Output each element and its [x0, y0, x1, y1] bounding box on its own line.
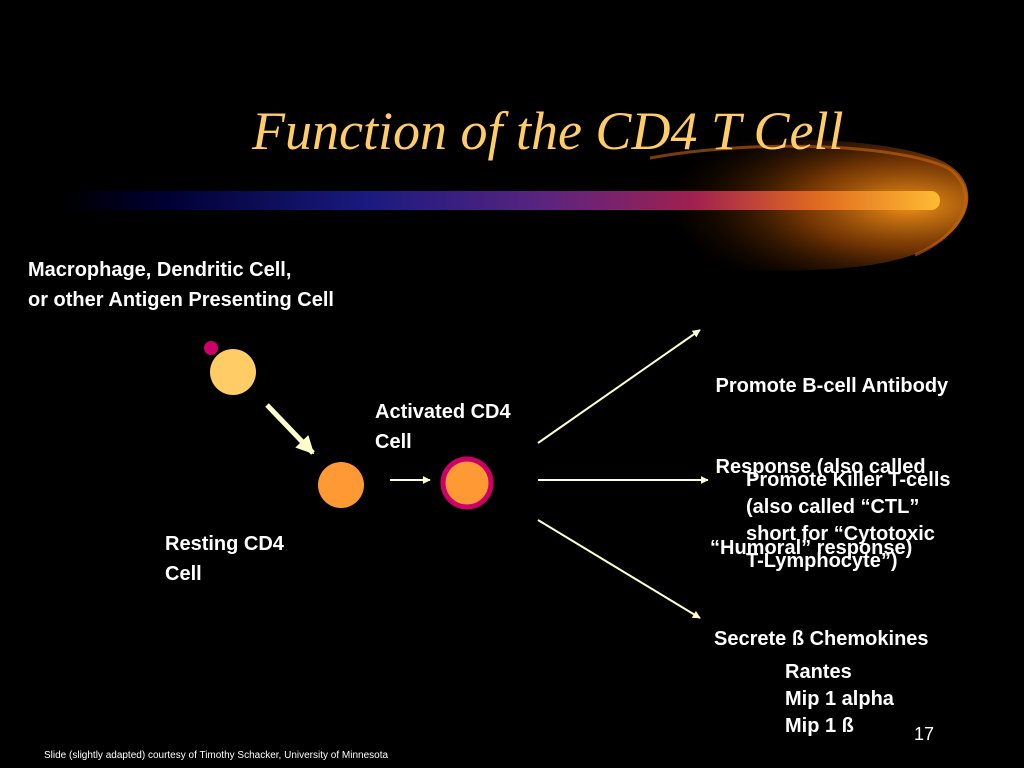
activated-cd4-cell: [440, 456, 494, 510]
apc-label-line: or other Antigen Presenting Cell: [28, 289, 334, 311]
antigen-presenting-cell: [210, 349, 256, 395]
to-bcell-arrow: [537, 329, 701, 444]
resting-cd4-label: Resting CD4 Cell: [165, 529, 284, 589]
ctl-outcome-line: T-Lymphocyte”): [746, 550, 898, 572]
slide-number: 17: [914, 724, 935, 744]
ctl-outcome-label: Promote Killer T-cells (also called “CTL…: [746, 467, 951, 575]
resting-label-line: Cell: [165, 563, 202, 585]
bcell-outcome-line: “Humoral” response): [710, 537, 913, 559]
chemokine-item: Mip 1 alpha: [785, 688, 894, 710]
chemokine-item: Mip 1 ß: [785, 715, 854, 737]
activated-label-line: Activated CD4: [375, 401, 511, 423]
ctl-outcome-line: short for “Cytotoxic: [746, 523, 935, 545]
chemokines-outcome-label: Secrete ß Chemokines: [714, 628, 929, 650]
apc-label: Macrophage, Dendritic Cell, or other Ant…: [28, 255, 334, 315]
antigen-dot: [204, 341, 218, 355]
decorative-swoosh-rim: [649, 144, 967, 257]
ctl-outcome-line: (also called “CTL”: [746, 496, 920, 518]
resting-label-line: Resting CD4: [165, 533, 284, 555]
activated-label-line: Cell: [375, 431, 412, 453]
resting-cd4-cell: [318, 462, 364, 508]
to-chemokines-arrow: [537, 519, 701, 619]
title-underline-band: [60, 191, 940, 210]
chemokine-item: Rantes: [785, 661, 852, 683]
activated-cd4-label: Activated CD4 Cell: [375, 397, 511, 457]
chemokine-list: Rantes Mip 1 alpha Mip 1 ß: [785, 659, 894, 740]
bcell-outcome-label: Promote B-cell Antibody Response (also c…: [710, 319, 948, 616]
apc-to-resting-arrow: [265, 403, 315, 455]
bcell-outcome-line: Response (also called: [710, 456, 926, 478]
bcell-outcome-line: Promote B-cell Antibody: [710, 375, 949, 397]
ctl-outcome-line: Promote Killer T-cells: [746, 469, 951, 491]
slide-title: Function of the CD4 T Cell: [252, 101, 844, 161]
apc-label-line: Macrophage, Dendritic Cell,: [28, 259, 292, 281]
footer-credit: Slide (slightly adapted) courtesy of Tim…: [44, 750, 389, 761]
